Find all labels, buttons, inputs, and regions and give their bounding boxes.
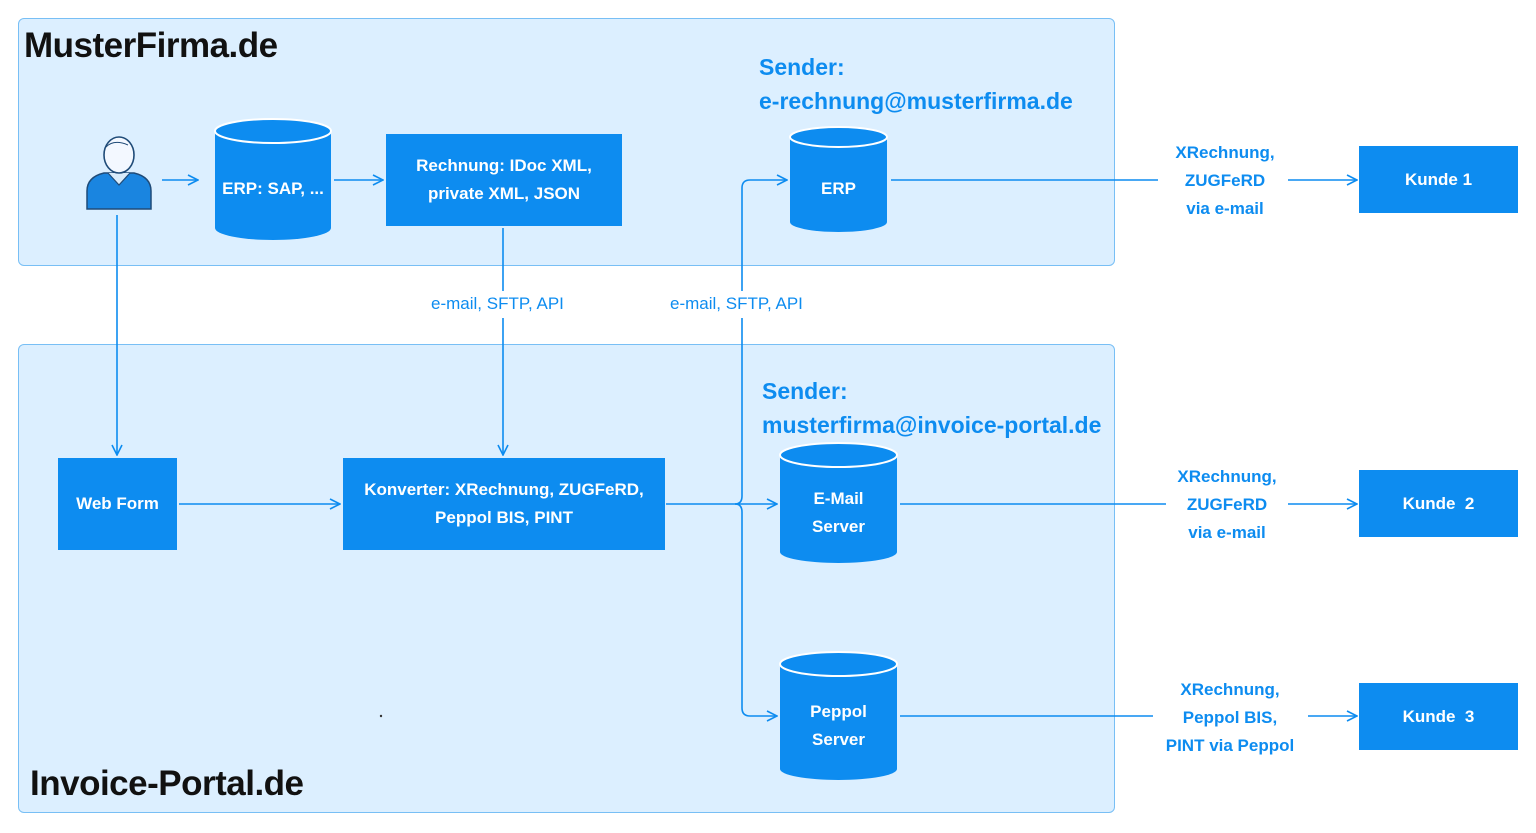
kunde3-label: Kunde 3: [1402, 706, 1475, 726]
erp-label: ERP: [821, 179, 856, 198]
sender-portal-heading: Sender:: [762, 378, 848, 404]
rechnung-label: Rechnung: IDoc XML, private XML, JSON: [416, 156, 592, 203]
erp-sap-database: ERP: SAP, ...: [213, 118, 333, 242]
rechnung-box: Rechnung: IDoc XML, private XML, JSON: [386, 134, 622, 226]
web-form-box: Web Form: [58, 458, 177, 550]
format-label-kunde2: XRechnung, ZUGFeRD via e-mail: [1177, 467, 1277, 542]
user-icon: [84, 133, 154, 211]
kunde2-box: Kunde 2: [1359, 470, 1518, 537]
database-icon: [779, 442, 898, 563]
format-label-kunde3: XRechnung, Peppol BIS, PINT via Peppol: [1165, 680, 1295, 755]
kunde1-box: Kunde 1: [1359, 146, 1518, 213]
sender-erp: Sender: e-rechnung@musterfirma.de: [759, 50, 1073, 118]
web-form-label: Web Form: [76, 494, 159, 513]
database-icon: [214, 118, 332, 240]
region-title-musterfirma: MusterFirma.de: [24, 26, 278, 65]
edge-konverter-to-peppol: [734, 503, 777, 716]
konverter-box: Konverter: XRechnung, ZUGFeRD, Peppol BI…: [343, 458, 665, 550]
peppol-server-database: Peppol Server: [778, 650, 899, 782]
edge-label-konverter-to-erp: e-mail, SFTP, API: [670, 294, 803, 313]
sender-portal: Sender: musterfirma@invoice-portal.de: [762, 374, 1101, 442]
kunde2-label: Kunde 2: [1402, 493, 1475, 513]
database-icon: [789, 126, 888, 232]
konverter-label: Konverter: XRechnung, ZUGFeRD, Peppol BI…: [364, 480, 644, 527]
stray-dot: [379, 714, 383, 718]
kunde3-box: Kunde 3: [1359, 683, 1518, 750]
sender-erp-address: e-rechnung@musterfirma.de: [759, 88, 1073, 114]
format-label-kunde1: XRechnung, ZUGFeRD via e-mail: [1175, 143, 1275, 218]
edge-label-rechnung-to-konverter: e-mail, SFTP, API: [431, 294, 564, 313]
region-invoice-portal: [18, 344, 1115, 813]
peppol-server-label: Peppol Server: [810, 702, 867, 749]
erp-database: ERP: [788, 125, 889, 234]
database-icon: [779, 651, 898, 780]
email-server-label: E-Mail Server: [812, 489, 865, 536]
sender-portal-address: musterfirma@invoice-portal.de: [762, 412, 1102, 438]
sender-erp-heading: Sender:: [759, 54, 845, 80]
region-title-invoice-portal: Invoice-Portal.de: [30, 764, 304, 803]
email-server-database: E-Mail Server: [778, 441, 899, 565]
kunde1-label: Kunde 1: [1404, 169, 1473, 189]
erp-sap-label: ERP: SAP, ...: [222, 179, 324, 198]
